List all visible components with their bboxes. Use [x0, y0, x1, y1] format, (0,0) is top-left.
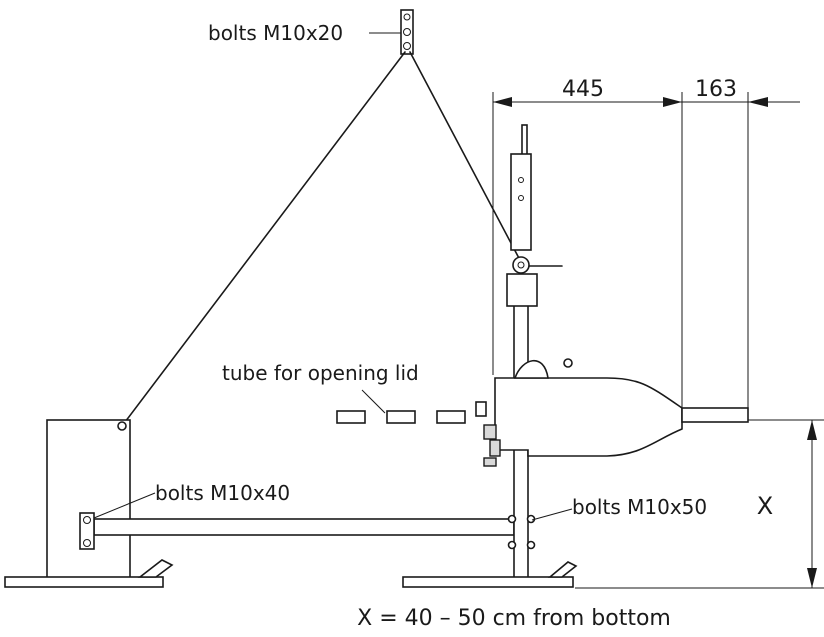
- dimension-445: [492, 92, 683, 410]
- pulley-wheel: [512, 256, 530, 274]
- label-tube-for-opening-lid: tube for opening lid: [222, 361, 419, 385]
- leader-bolts-m10x50: [531, 508, 573, 521]
- wire-left: [121, 51, 406, 427]
- wire-right: [409, 51, 522, 263]
- footnote-x-definition: X = 40 – 50 cm from bottom: [357, 606, 671, 631]
- sampler-body: [475, 358, 749, 467]
- mast-bolts: [507, 514, 536, 550]
- dimension-445-value: 445: [562, 77, 604, 102]
- label-bolts-m10x40: bolts M10x40: [155, 481, 290, 505]
- left-base-plate: [4, 559, 174, 588]
- mast-upper-tube: [506, 124, 563, 307]
- lid-tube: [336, 410, 466, 424]
- dimension-x-label: X: [757, 492, 773, 520]
- label-bolts-m10x20: bolts M10x20: [208, 21, 343, 45]
- leader-bolts-m10x40: [93, 492, 156, 519]
- dimension-163-value: 163: [695, 77, 737, 102]
- top-hook-bracket: [400, 9, 414, 55]
- dimension-x: [575, 419, 824, 589]
- leader-tube: [361, 389, 386, 414]
- right-base-plate: [402, 561, 578, 588]
- left-weight-box: [46, 419, 131, 579]
- label-bolts-m10x50: bolts M10x50: [572, 495, 707, 519]
- horizontal-bar: [79, 512, 515, 550]
- dimension-163: [682, 92, 800, 418]
